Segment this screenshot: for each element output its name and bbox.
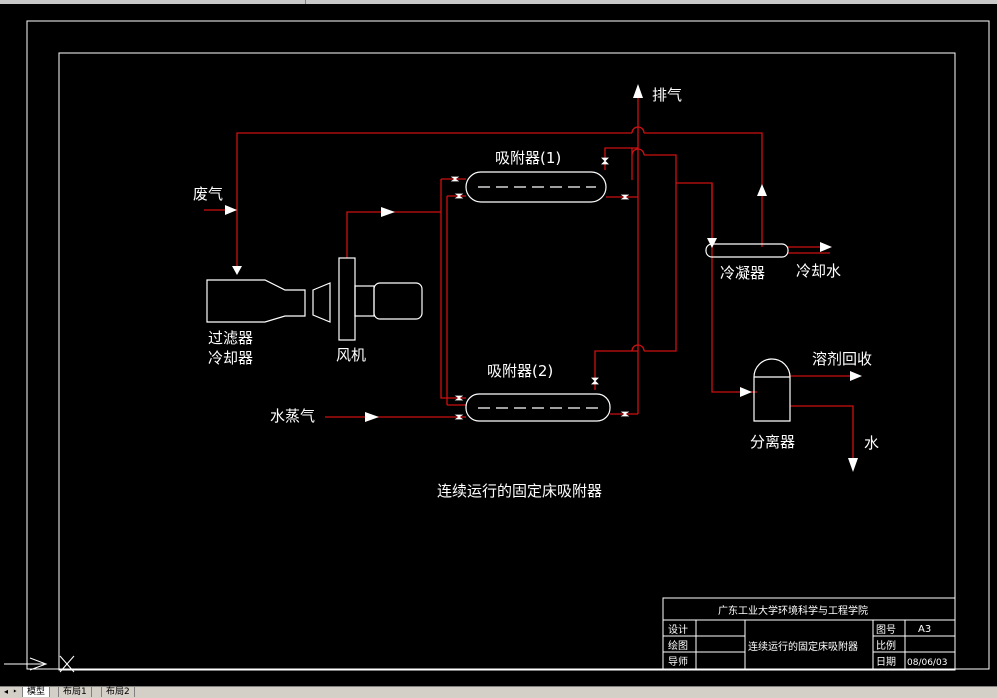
label-fan: 风机 [336, 346, 366, 364]
drawing-frame [58, 52, 956, 671]
layout-tab-bar: ◂ ‣ 模型 布局1 布局2 [0, 686, 997, 698]
valve-g [620, 194, 630, 200]
title-drawing-name: 连续运行的固定床吸附器 [748, 640, 858, 653]
arrow-into-filter [232, 266, 242, 275]
label-cooling-water: 冷却水 [796, 262, 841, 280]
arrow-solvent [850, 371, 862, 381]
title-drawing-no: A3 [918, 624, 931, 635]
crossover-bottom [631, 344, 645, 352]
window-top-edge [0, 0, 997, 4]
title-date-label: 日期 [876, 656, 896, 668]
condenser-vessel[interactable] [705, 243, 789, 258]
flow-arrows [225, 84, 862, 472]
fan-motor [373, 282, 423, 320]
fan-coupling [312, 282, 331, 323]
tab-model[interactable]: 模型 [22, 687, 51, 697]
valve-c [454, 395, 464, 401]
arrow-water [848, 458, 858, 472]
pipe-to-separator [676, 182, 757, 393]
model-space-background [0, 4, 997, 686]
pipe-adsorber2-outlet [594, 350, 638, 390]
pipe-to-condenser [644, 132, 763, 247]
label-adsorber-2: 吸附器(2) [487, 362, 553, 380]
title-school: 广东工业大学环境科学与工程学院 [718, 604, 868, 617]
title-row-drawing: 绘图 [668, 639, 688, 652]
label-separator: 分离器 [750, 433, 795, 451]
pipe-header-top [236, 132, 632, 270]
label-filter: 过滤器 [208, 329, 253, 347]
tab-nav-first-icon[interactable]: ◂ [3, 687, 8, 696]
title-block-frame [662, 597, 956, 671]
label-cooler: 冷却器 [208, 349, 253, 367]
ucs-broken-pencil-b [59, 655, 75, 673]
paper-outline [26, 20, 990, 670]
pipe-network [204, 98, 860, 460]
arrow-exhaust [633, 84, 643, 98]
pipe-return-loop [644, 154, 677, 352]
tab-layout1[interactable]: 布局1 [58, 687, 92, 697]
valve-f [591, 377, 599, 385]
valve-d [454, 414, 464, 420]
arrow-into-condenser [707, 238, 717, 248]
arrow-into-separator [740, 387, 752, 397]
arrow-steam [365, 412, 379, 422]
pipe-water-outlet [790, 405, 854, 460]
title-row-advisor: 导师 [668, 655, 688, 668]
title-row-design: 设计 [668, 623, 688, 636]
label-exhaust: 排气 [652, 86, 682, 104]
tab-nav-prev-icon[interactable]: ‣ [12, 687, 18, 696]
pipe-fan-outlet [346, 211, 441, 258]
label-solvent-recovery: 溶剂回收 [812, 350, 872, 368]
label-waste-gas: 废气 [193, 185, 223, 203]
arrow-waste-gas [225, 205, 237, 215]
toolbar-fragment [305, 0, 636, 4]
tab-layout2[interactable]: 布局2 [101, 687, 135, 697]
valve-h [620, 411, 630, 417]
pipe-left-distributor [440, 179, 466, 399]
label-adsorber-1: 吸附器(1) [495, 149, 561, 167]
ucs-x-arrow [29, 657, 48, 671]
label-water: 水 [864, 434, 879, 452]
valve-a [450, 176, 460, 182]
valves [450, 157, 630, 420]
filter-cooler-body[interactable] [206, 279, 306, 323]
label-condenser: 冷凝器 [720, 264, 765, 282]
adsorber-1-vessel[interactable] [465, 171, 607, 203]
label-steam: 水蒸气 [270, 407, 315, 425]
ucs-icon [4, 655, 75, 673]
pipe-crossovers [631, 126, 645, 352]
title-date: 08/06/03 [907, 658, 947, 668]
crossover-top [631, 126, 645, 134]
arrow-cooling-water [820, 242, 832, 252]
arrow-fan-outlet [381, 207, 395, 217]
adsorber-2-vessel[interactable] [465, 393, 611, 422]
valve-b [454, 193, 464, 199]
drawing-caption: 连续运行的固定床吸附器 [437, 482, 602, 500]
cad-drawing-canvas[interactable]: 排气 废气 过滤器 冷却器 风机 吸附器(1) 吸附器(2) 水蒸气 冷凝器 冷… [0, 4, 997, 686]
valve-e [601, 157, 609, 165]
title-scale-label: 比例 [876, 639, 896, 652]
arrow-up-condenser [757, 184, 767, 196]
crossover-mid [631, 148, 645, 156]
title-drawing-no-label: 图号 [876, 624, 896, 636]
title-block [662, 597, 956, 671]
